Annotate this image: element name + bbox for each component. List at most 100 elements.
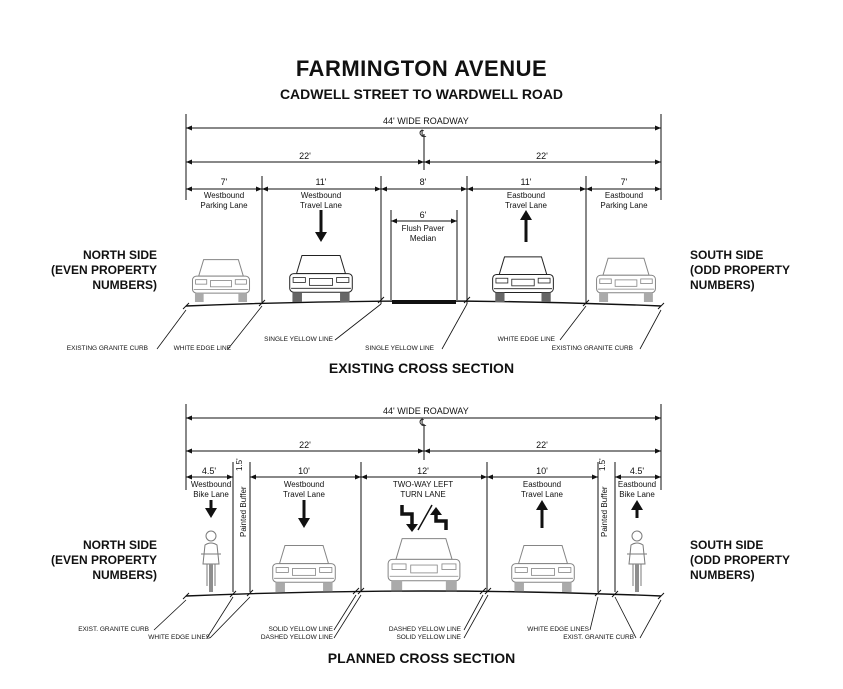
planned-wb-buffer-label: Painted Buffer (239, 486, 248, 537)
planned-left-half-dim-line-arrow-left (186, 448, 192, 454)
planned-dim-line-2-arrow-left (250, 474, 256, 480)
planned-marking-tick-3 (352, 587, 360, 595)
planned-left-turn-arrow-west-head (406, 524, 418, 532)
planned-right-half-dim-line-arrow-left (424, 448, 430, 454)
planned-callout-leader-5 (463, 594, 484, 631)
planned-marking-tick-0 (182, 592, 190, 600)
existing-callout-north-edge-line: WHITE EDGE LINE (173, 345, 231, 352)
planned-dim-wb-travel: 10' (298, 466, 310, 476)
existing-dim-wb-parking: 7' (220, 177, 228, 187)
existing-dim-wb-travel: 11' (315, 177, 327, 187)
planned-cyclist-wb (201, 530, 221, 592)
planned-callout-leader-6 (463, 594, 489, 639)
planned-left-turn-arrow-east-head (430, 507, 442, 515)
existing-total-dim-line-arrow-right (655, 125, 661, 131)
planned-cyclist-eb (627, 530, 647, 592)
planned-callout-north-edge-lines: WHITE EDGE LINES (148, 634, 210, 641)
planned-marking-tick-1 (229, 590, 237, 598)
existing-total-dim: 44' WIDE ROADWAY (383, 116, 469, 126)
existing-westbound-arrow-head (315, 232, 327, 242)
planned-callout-south-curb: EXIST. GRANITE CURB (563, 634, 634, 641)
planned-dim-line-4-arrow-right (592, 474, 598, 480)
existing-callout-leader-4 (559, 305, 587, 341)
planned-car-twltl (387, 538, 461, 592)
existing-dim-line-1-arrow-left (186, 186, 192, 192)
existing-median-label: Flush Paver Median (401, 224, 445, 243)
existing-south-side-label: SOUTH SIDE (ODD PROPERTY NUMBERS) (690, 248, 791, 292)
planned-dim-line-1-arrow-right (227, 474, 233, 480)
planned-marking-tick-5 (479, 587, 487, 595)
planned-marking-tick-2 (246, 589, 254, 597)
planned-lane-twltl: TWO-WAY LEFT TURN LANE (392, 480, 454, 499)
planned-callout-south-edge-lines: WHITE EDGE LINES (527, 626, 589, 633)
planned-north-side-label: NORTH SIDE (EVEN PROPERTY NUMBERS) (50, 538, 157, 582)
existing-dim-median: 6' (419, 210, 427, 220)
planned-lane-wb-travel: Westbound Travel Lane (283, 480, 325, 499)
existing-car-eb-travel (492, 256, 554, 302)
existing-marking-tick-5 (657, 302, 665, 310)
planned-lane-eb-bike: Eastbound Bike Lane (617, 480, 657, 499)
planned-dim-wb-buffer: 1.5' (235, 458, 244, 471)
planned-lane-wb-bike: Westbound Bike Lane (190, 480, 232, 499)
existing-callout-leader-5 (639, 309, 662, 350)
planned-dim-wb-bike: 4.5' (201, 466, 217, 476)
planned-marking-tick-4 (357, 587, 365, 595)
planned-callout-leader-3 (333, 594, 357, 631)
existing-marking-tick-0 (182, 302, 190, 310)
existing-dim-line-3-arrow-left (381, 186, 387, 192)
planned-callout-leader-7 (589, 596, 599, 631)
existing-marking-tick-2 (377, 296, 385, 304)
existing-marking-tick-4 (582, 299, 590, 307)
existing-marking-tick-3 (463, 296, 471, 304)
existing-callout-leader-3 (441, 303, 468, 350)
existing-callout-north-yellow: SINGLE YELLOW LINE (264, 336, 333, 343)
planned-dim-line-5-arrow-right (655, 474, 661, 480)
existing-half-left-dim: 22' (299, 151, 311, 161)
existing-car-wb-travel (289, 254, 353, 302)
planned-right-half-dim-line-arrow-right (655, 448, 661, 454)
existing-callout-south-edge-line: WHITE EDGE LINE (497, 336, 555, 343)
existing-north-side-label: NORTH SIDE (EVEN PROPERTY NUMBERS) (50, 248, 157, 292)
existing-centerline-symbol: ℄ (419, 129, 427, 140)
existing-callout-south-curb: EXISTING GRANITE CURB (551, 345, 633, 352)
planned-left-half-dim-line-arrow-right (418, 448, 424, 454)
planned-marking-tick-8 (611, 590, 619, 598)
existing-right-half-dim-line-arrow-left (424, 159, 430, 165)
planned-dim-eb-travel: 10' (536, 466, 548, 476)
planned-westbound-arrow-head (298, 518, 310, 528)
planned-callout-north-solid-yellow: SOLID YELLOW LINE (268, 626, 333, 633)
planned-marking-tick-7 (594, 589, 602, 597)
existing-lane-eb-travel: Eastbound Travel Lane (505, 191, 547, 210)
planned-callout-leader-2 (209, 596, 251, 639)
existing-dim-median-zone: 8' (419, 177, 427, 187)
planned-callout-leader-9 (639, 599, 662, 639)
planned-dim-line-2-arrow-right (355, 474, 361, 480)
planned-total-dim-line-arrow-left (186, 415, 192, 421)
planned-south-side-label: SOUTH SIDE (ODD PROPERTY NUMBERS) (690, 538, 791, 582)
existing-eastbound-arrow-head (520, 210, 532, 220)
planned-dim-eb-bike: 4.5' (629, 466, 645, 476)
planned-callout-south-solid-yellow: SOLID YELLOW LINE (396, 634, 461, 641)
existing-dim-line-5-arrow-left (586, 186, 592, 192)
existing-lane-eb-parking: Eastbound Parking Lane (600, 191, 648, 210)
existing-callout-leader-1 (227, 305, 263, 350)
planned-left-turn-arrow-west (400, 505, 414, 526)
planned-callout-north-curb: EXIST. GRANITE CURB (78, 626, 149, 633)
planned-dim-line-1-arrow-left (186, 474, 192, 480)
planned-callout-leader-4 (333, 594, 362, 639)
planned-road-surface (185, 590, 662, 597)
existing-median-dim-line-arrow-left (391, 218, 397, 224)
planned-callout-leader-8 (614, 596, 637, 639)
existing-median-dim-line-arrow-right (451, 218, 457, 224)
planned-eb-buffer-label: Painted Buffer (600, 486, 609, 537)
existing-dim-line-5-arrow-right (655, 186, 661, 192)
planned-car-wb-travel (272, 544, 336, 592)
existing-dim-line-3-arrow-right (461, 186, 467, 192)
planned-car-eb-travel (511, 544, 575, 592)
planned-lane-eb-travel: Eastbound Travel Lane (521, 480, 563, 499)
existing-total-dim-line-arrow-left (186, 125, 192, 131)
planned-total-dim-line-arrow-right (655, 415, 661, 421)
planned-section-caption: PLANNED CROSS SECTION (327, 650, 516, 666)
planned-marking-tick-9 (657, 592, 665, 600)
